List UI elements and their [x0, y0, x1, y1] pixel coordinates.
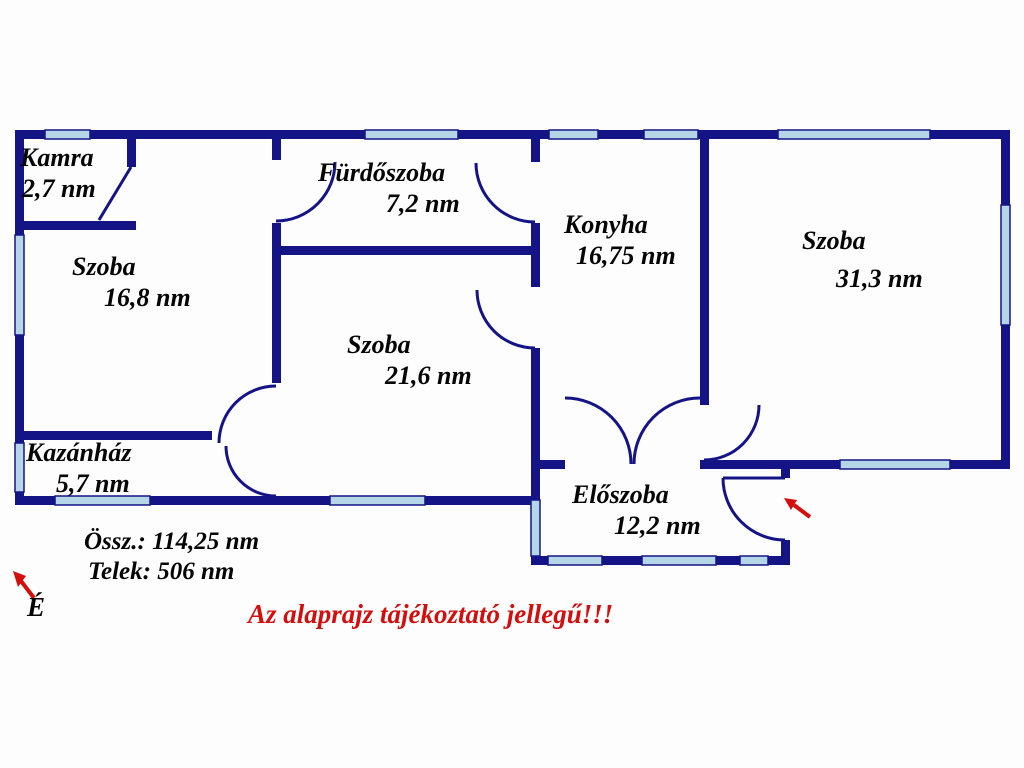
kamra-door-leaf: [97, 166, 133, 221]
room-label-kamra: Kamra 2,7 nm: [20, 143, 96, 204]
konyha-door-arc: [474, 162, 536, 224]
room-name: Kamra: [20, 143, 94, 172]
disclaimer-text: Az alaprajz tájékoztató jellegű!!!: [248, 599, 614, 629]
room-name: Fürdőszoba: [318, 158, 446, 187]
szoba-kozep-door-arc: [475, 289, 536, 350]
north-label: É: [27, 592, 46, 622]
eloszoba-double-door-right-arc: [632, 396, 701, 465]
szoba-jobb-door-arc: [703, 404, 761, 462]
room-label-konyha: Konyha 16,75 nm: [564, 210, 676, 271]
windows: [14, 129, 1011, 566]
room-area: 21,6 nm: [385, 360, 472, 390]
passage-door-upper-arc: [217, 384, 277, 444]
room-name: Szoba: [72, 252, 136, 281]
room-name: Előszoba: [572, 480, 669, 509]
room-area: 12,2 nm: [614, 510, 701, 540]
total-area-text: Össz.: 114,25 nm: [84, 528, 260, 555]
room-area: 16,75 nm: [576, 240, 676, 270]
room-name: Kazánház: [26, 438, 132, 467]
room-label-szoba-kozep: Szoba 21,6 nm: [347, 330, 472, 391]
room-area: 31,3 nm: [836, 263, 923, 293]
room-name: Konyha: [564, 210, 648, 239]
room-area: 5,7 nm: [56, 468, 130, 498]
eloszoba-double-door-left-arc: [564, 396, 633, 465]
room-area: 7,2 nm: [386, 188, 460, 218]
north-arrow-icon: [13, 571, 36, 600]
plot-area-text: Telek: 506 nm: [88, 558, 235, 585]
area-summary: Össz.: 114,25 nm Telek: 506 nm: [84, 527, 259, 587]
room-label-furdoszoba: Fürdőszoba 7,2 nm: [318, 158, 460, 219]
room-label-szoba-jobb: Szoba 31,3 nm: [802, 222, 923, 297]
room-name: Szoba: [802, 226, 866, 255]
walls: [15, 130, 1010, 565]
room-area: 16,8 nm: [104, 282, 191, 312]
passage-door-lower-arc: [224, 445, 277, 498]
door-arcs: [97, 161, 786, 542]
room-label-szoba-bal: Szoba 16,8 nm: [72, 252, 191, 313]
entrance-arrow-icon: [784, 498, 812, 519]
room-area: 2,7 nm: [22, 173, 96, 203]
furdoszoba-door-arc: [275, 161, 337, 223]
entrance-door-arc: [721, 477, 786, 542]
room-label-eloszoba: Előszoba 12,2 nm: [572, 480, 701, 541]
room-label-kazanhaz: Kazánház 5,7 nm: [26, 438, 132, 499]
room-name: Szoba: [347, 330, 411, 359]
